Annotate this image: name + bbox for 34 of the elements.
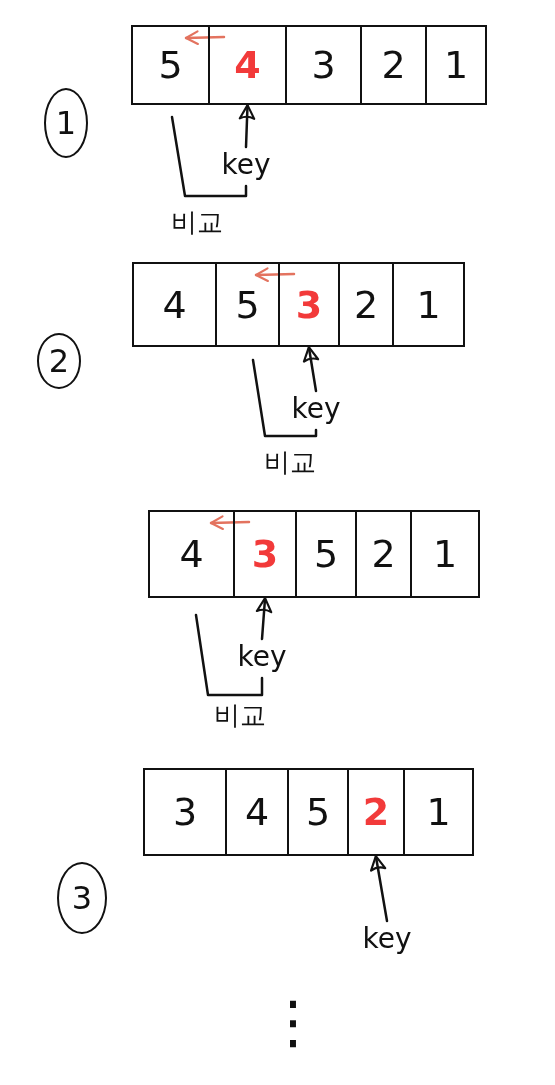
array-cell: 3 <box>278 262 340 347</box>
move-arrow <box>254 267 296 283</box>
key-label: key <box>219 147 273 183</box>
circled-number: 2 <box>37 333 81 389</box>
array-cell: 2 <box>338 262 394 347</box>
array-cell: 1 <box>392 262 465 347</box>
array-cell: 5 <box>287 768 349 856</box>
key-label: key <box>360 921 414 957</box>
array-cell: 4 <box>208 25 287 105</box>
array-cell: 1 <box>403 768 474 856</box>
array-cell: 2 <box>347 768 405 856</box>
move-arrow <box>209 515 251 531</box>
array-cell: 2 <box>355 510 412 598</box>
array-cell: 1 <box>410 510 480 598</box>
array-cell: 4 <box>148 510 235 598</box>
move-arrow <box>184 30 226 46</box>
compare-label: 비교 <box>214 702 266 728</box>
array-cell: 5 <box>215 262 280 347</box>
array-cell: 3 <box>143 768 227 856</box>
array-cell: 4 <box>225 768 289 856</box>
array-cell: 3 <box>285 25 362 105</box>
compare-label: 비교 <box>264 449 316 475</box>
array-cell: 2 <box>360 25 427 105</box>
array-cell: 5 <box>295 510 357 598</box>
compare-label: 비교 <box>171 209 223 235</box>
circled-number: 1 <box>44 88 88 158</box>
array-cell: 4 <box>132 262 217 347</box>
array-cell: 3 <box>233 510 297 598</box>
key-label: key <box>235 639 289 675</box>
array-cell: 5 <box>131 25 210 105</box>
array-cell: 1 <box>425 25 487 105</box>
circled-number: 3 <box>57 862 107 934</box>
ellipsis-mark: ⋮ <box>264 993 322 1051</box>
key-label: key <box>289 391 343 427</box>
